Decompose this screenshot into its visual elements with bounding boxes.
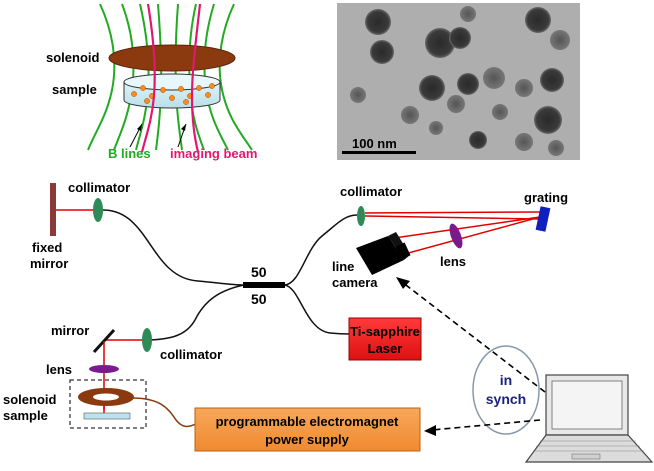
fiber-coupler (243, 282, 285, 288)
collimator-reference (93, 198, 103, 222)
fixed-mirror-label-1: fixed (32, 240, 62, 255)
fixed-mirror (50, 183, 56, 236)
ti-sapphire-laser (348, 317, 422, 361)
power-supply-box (194, 407, 421, 452)
collimator-reference-label: collimator (68, 180, 130, 195)
imaging-beam-lines (140, 3, 202, 153)
lens-sample (89, 365, 119, 373)
scale-bar-label: 100 nm (352, 136, 397, 151)
grating (535, 206, 551, 232)
in-synch-oval (472, 345, 540, 435)
collimator-sample (142, 328, 152, 352)
optical-fibers (102, 209, 358, 341)
inset-sample-label: sample (52, 82, 97, 97)
scale-bar (342, 151, 416, 154)
inset-solenoid-label: solenoid (46, 50, 100, 65)
in-synch-label-1: in (500, 372, 512, 388)
coupler-ratio-bottom: 50 (251, 291, 267, 307)
line-camera-label-2: camera (332, 275, 378, 290)
power-supply-label-2: power supply (265, 432, 350, 447)
lens-detection (449, 223, 463, 249)
in-synch-label-2: synch (486, 391, 526, 407)
fixed-mirror-label-2: mirror (30, 256, 68, 271)
sample-label: sample (3, 408, 48, 423)
lens-sample-label: lens (46, 362, 72, 377)
laser-label-2: Laser (368, 341, 403, 356)
solenoid-ring (78, 388, 134, 406)
power-supply-label-1: programmable electromagnet (216, 414, 399, 429)
laser-label-1: Ti-sapphire (350, 324, 420, 339)
lens-detection-label: lens (440, 254, 466, 269)
tem-micrograph: 100 nm (337, 3, 580, 160)
nanoparticles (350, 6, 570, 156)
coupler-ratio-top: 50 (251, 264, 267, 280)
b-lines-label: B lines (108, 146, 151, 161)
line-camera-label-1: line (332, 259, 354, 274)
power-cable (131, 397, 197, 428)
solenoid-label: solenoid (3, 392, 57, 407)
line-camera (356, 232, 411, 275)
solenoid-inset: solenoid sample B lines imaging beam (46, 3, 257, 161)
collimator-detection (357, 206, 365, 226)
sample-stage-box (69, 379, 147, 429)
collimator-sample-label: collimator (160, 347, 222, 362)
laptop-computer (524, 374, 654, 463)
optical-setup: collimator fixed mirror 50 50 collimator… (3, 180, 654, 463)
mirror-label: mirror (51, 323, 89, 338)
sync-arrows (401, 281, 546, 431)
inset-solenoid (108, 44, 236, 72)
grating-label: grating (524, 190, 568, 205)
collimator-detection-label: collimator (340, 184, 402, 199)
sample-slide (83, 412, 131, 420)
detection-beams (364, 211, 541, 259)
imaging-beam-label: imaging beam (170, 146, 257, 161)
